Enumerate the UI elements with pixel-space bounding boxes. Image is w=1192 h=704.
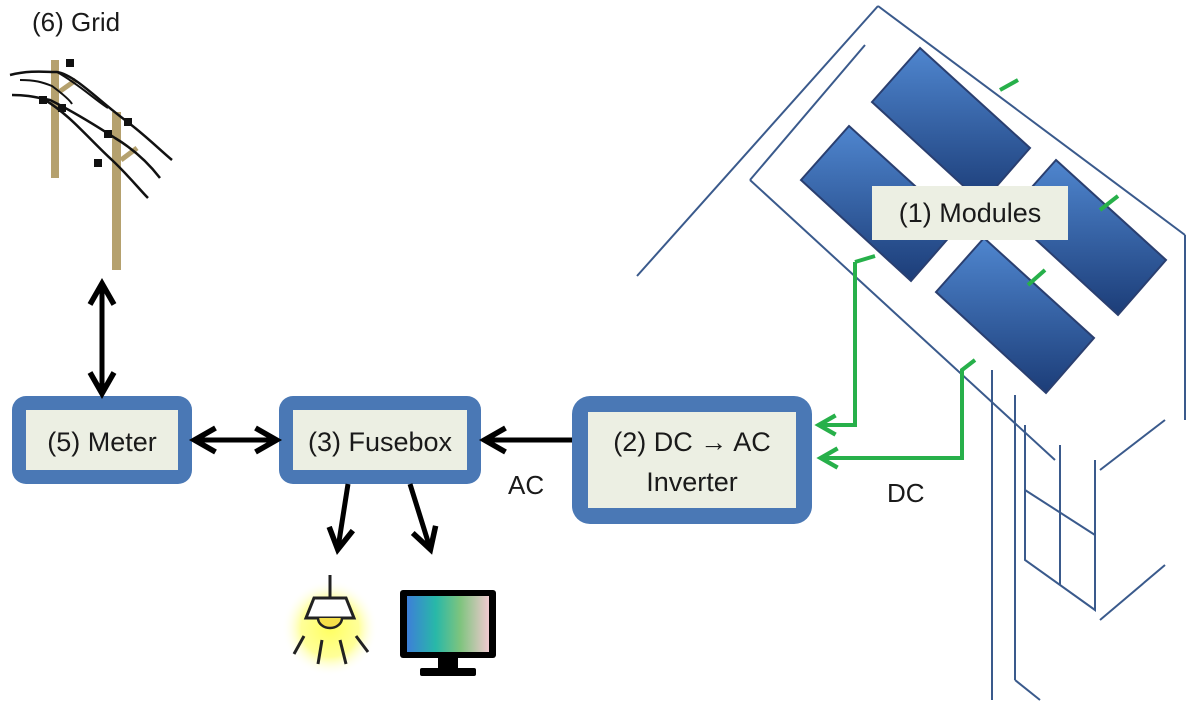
ac-label: AC [508,470,544,500]
inverter-label-line1: (2) DC → AC [613,427,771,457]
meter-box: (5) Meter [12,396,192,484]
dc-wiring [814,78,1120,470]
utility-pole-icon [9,59,173,270]
monitor-icon [400,590,496,676]
inverter-label-line2: Inverter [646,467,738,497]
meter-label: (5) Meter [47,427,157,457]
dc-label: DC [887,478,925,508]
fusebox-lamp-arrow [326,483,356,555]
fusebox-label: (3) Fusebox [308,427,453,457]
fusebox-box: (3) Fusebox [279,396,481,484]
modules-label: (1) Modules [872,186,1068,240]
light-bulb-icon [282,575,378,676]
inverter-box: (2) DC → AC Inverter [572,396,812,524]
modules-label-text: (1) Modules [899,198,1042,228]
grid-label: (6) Grid [32,7,120,37]
fusebox-monitor-arrow [407,483,439,555]
house-icon [636,5,1186,701]
